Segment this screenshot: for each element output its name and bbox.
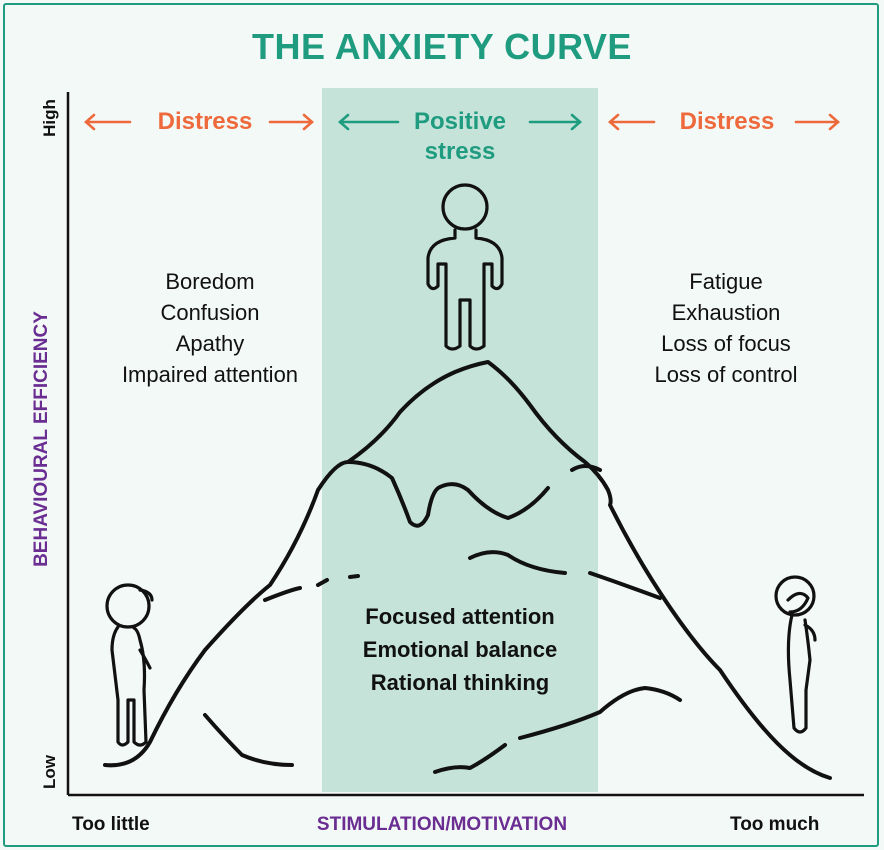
y-axis-low-label: Low: [40, 755, 59, 789]
mountain-crevice-2: [316, 578, 329, 587]
positive-stress-arrows: [338, 113, 582, 131]
state-item: Emotional balance: [362, 637, 558, 662]
optimal-states: Focused attention Emotional balance Rati…: [322, 600, 598, 699]
state-item: Apathy: [175, 331, 245, 356]
positive-person-figure: [426, 183, 504, 351]
x-axis-high-label: Too much: [730, 814, 820, 835]
mountain-crevice-7: [433, 743, 507, 774]
mountain-crevice-3: [348, 574, 360, 579]
positive-stress-band: [322, 88, 598, 792]
diagram-frame: [3, 3, 879, 847]
state-item: Loss of focus: [661, 331, 791, 356]
mountain-crevice-4: [468, 550, 567, 575]
mountain-outline: [103, 360, 832, 780]
mountain-crevice-6: [203, 713, 294, 767]
right-distress-arrows: [608, 113, 840, 131]
mountain-crevice-1: [263, 586, 302, 602]
state-item: Focused attention: [365, 604, 555, 629]
mountain-ridge-right: [570, 464, 602, 472]
mountain-crevice-8: [518, 686, 682, 740]
state-item: Impaired attention: [121, 362, 299, 387]
state-item: Exhaustion: [671, 300, 781, 325]
low-stimulation-states: Boredom Confusion Apathy Impaired attent…: [90, 266, 330, 390]
x-axis-low-label: Too little: [72, 814, 150, 835]
mountain-crevice-5: [588, 571, 662, 600]
state-item: Confusion: [160, 300, 260, 325]
bored-person-figure: [105, 583, 154, 747]
state-item: Loss of control: [654, 362, 798, 387]
state-item: Boredom: [165, 269, 255, 294]
mountain-ridge: [346, 460, 550, 528]
x-axis-label: STIMULATION/MOTIVATION: [316, 814, 568, 835]
high-stimulation-states: Fatigue Exhaustion Loss of focus Loss of…: [606, 266, 846, 390]
diagram-title: THE ANXIETY CURVE: [252, 26, 632, 67]
state-item: Fatigue: [689, 269, 763, 294]
y-axis-high-label: High: [40, 99, 59, 137]
positive-stress-label: Positive stress: [413, 108, 507, 165]
left-distress-arrows: [84, 113, 314, 131]
right-distress-label: Distress: [679, 108, 775, 135]
left-distress-label: Distress: [157, 108, 253, 135]
y-axis-label: BEHAVIOURAL EFFICIENCY: [31, 311, 52, 567]
exhausted-person-figure: [774, 575, 817, 734]
state-item: Rational thinking: [370, 670, 550, 695]
